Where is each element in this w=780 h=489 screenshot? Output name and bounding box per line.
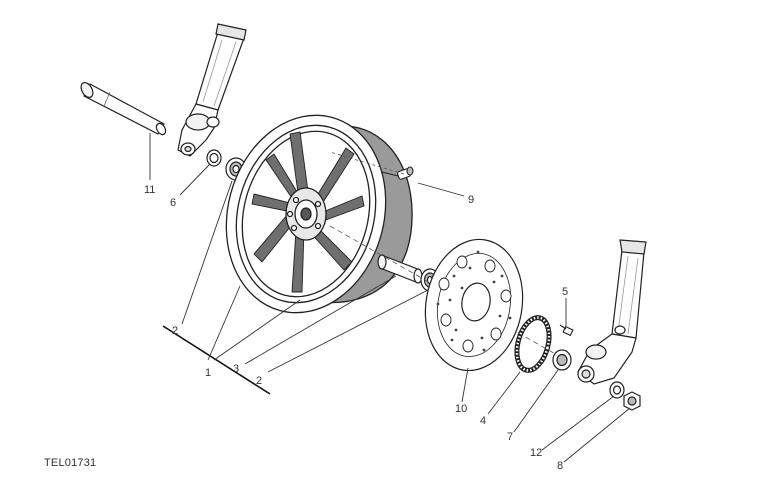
abs-tone-wheel — [514, 315, 552, 373]
callout-9: 9 — [468, 194, 474, 206]
front-axle — [80, 82, 167, 136]
brake-disc — [424, 238, 524, 372]
leader-lines — [149, 133, 631, 463]
callout-8: 8 — [557, 460, 563, 472]
spacer-7 — [552, 349, 572, 371]
screw-5 — [559, 324, 574, 337]
assembly-bracket-line — [162, 325, 271, 395]
callout-11: 11 — [144, 184, 155, 196]
callout-6: 6 — [170, 197, 176, 209]
axle-nut-8 — [623, 391, 641, 411]
callout-2b: 2 — [256, 375, 262, 387]
callout-3: 3 — [233, 363, 239, 375]
callout-10: 10 — [455, 403, 467, 415]
right-fork-leg — [577, 239, 647, 385]
drawing-code: TEL01731 — [44, 457, 97, 469]
tyre-valve — [329, 151, 414, 180]
callout-4: 4 — [480, 415, 486, 427]
left-fork-leg — [177, 23, 247, 157]
callout-1: 1 — [205, 367, 211, 379]
spacer-tube — [377, 254, 423, 284]
callout-2a: 2 — [172, 325, 178, 337]
washer-12 — [609, 381, 625, 399]
callout-7: 7 — [507, 431, 513, 443]
spacer-6 — [206, 149, 222, 167]
callout-12: 12 — [530, 447, 542, 459]
callout-5: 5 — [562, 286, 568, 298]
